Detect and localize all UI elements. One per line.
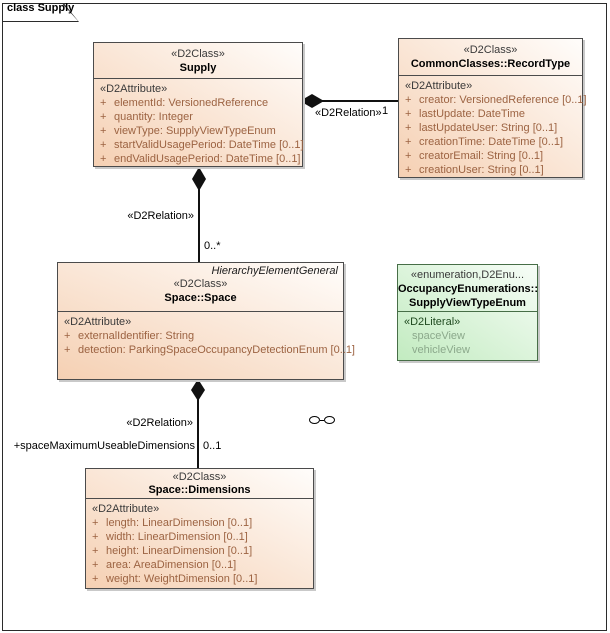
- relation-multiplicity: 0..*: [204, 240, 221, 252]
- relation-space-dimensions[interactable]: [197, 379, 199, 469]
- attribute-row: +weight: WeightDimension [0..1]: [92, 573, 258, 585]
- attributes-compartment: «D2Attribute» +elementId: VersionedRefer…: [94, 78, 304, 201]
- enum-literal: spaceView: [412, 330, 465, 342]
- class-box-recordtype[interactable]: «D2Class» CommonClasses::RecordType «D2A…: [398, 38, 587, 178]
- attributes-compartment: «D2Attribute» +length: LinearDimension […: [86, 498, 313, 617]
- composition-diamond-icon: [192, 167, 206, 191]
- enum-name-namespace: OccupancyEnumerations::: [398, 283, 538, 295]
- class-header: HierarchyElementGeneral «D2Class» Space:…: [58, 263, 343, 311]
- relation-stereotype-label: «D2Relation»: [315, 107, 382, 119]
- attribute-row: +height: LinearDimension [0..1]: [92, 545, 253, 557]
- enum-box-supplyviewtypeenum[interactable]: «enumeration,D2Enu... OccupancyEnumerati…: [397, 264, 538, 361]
- composition-diamond-icon: [191, 379, 205, 401]
- relation-role-label: +spaceMaximumUseableDimensions: [13, 440, 195, 452]
- attribute-row: +creator: VersionedReference [0..1]: [405, 94, 587, 106]
- stereotype-label: «enumeration,D2Enu...: [410, 269, 525, 281]
- attribute-row: +creatorEmail: String [0..1]: [405, 150, 544, 162]
- enum-literal: vehicleView: [412, 344, 470, 356]
- attribute-row: +elementId: VersionedReference: [100, 97, 269, 109]
- enum-header: «enumeration,D2Enu... OccupancyEnumerati…: [398, 265, 538, 311]
- relation-supply-space[interactable]: [198, 167, 200, 263]
- literals-compartment: «D2Literal» spaceView vehicleView: [398, 311, 537, 406]
- attribute-row: +viewType: SupplyViewTypeEnum: [100, 125, 276, 137]
- chain-link-icon: [309, 416, 335, 424]
- class-name: Supply: [179, 62, 217, 74]
- relation-stereotype-label: «D2Relation»: [127, 210, 194, 222]
- relation-supply-recordtype[interactable]: [303, 100, 398, 102]
- attribute-row: +lastUpdateUser: String [0..1]: [405, 122, 558, 134]
- class-box-dimensions[interactable]: «D2Class» Space::Dimensions «D2Attribute…: [85, 468, 314, 589]
- diagram-title: class Supply: [7, 2, 75, 14]
- attribute-row: +width: LinearDimension [0..1]: [92, 531, 248, 543]
- attribute-row: +externalIdentifier: String: [64, 330, 195, 342]
- attribute-row: +detection: ParkingSpaceOccupancyDetecti…: [64, 344, 355, 356]
- class-name: Space::Dimensions: [148, 484, 251, 496]
- generalization-tagline: HierarchyElementGeneral: [211, 265, 338, 277]
- attribute-row: +startValidUsagePeriod: DateTime [0..1]: [100, 139, 304, 151]
- class-header: «D2Class» CommonClasses::RecordType: [399, 39, 582, 75]
- stereotype-label: «D2Class»: [172, 471, 227, 483]
- class-name: CommonClasses::RecordType: [410, 58, 571, 70]
- attribute-row: +area: AreaDimension [0..1]: [92, 559, 237, 571]
- composition-diamond-icon: [300, 94, 324, 108]
- stereotype-label: «D2Class»: [463, 44, 518, 56]
- attribute-row: +lastUpdate: DateTime: [405, 108, 525, 120]
- class-header: «D2Class» Space::Dimensions: [86, 469, 313, 498]
- relation-multiplicity: 0..1: [203, 440, 222, 452]
- attribute-row: +length: LinearDimension [0..1]: [92, 517, 253, 529]
- relation-stereotype-label: «D2Relation»: [126, 417, 193, 429]
- diagram-frame-tab: [2, 3, 79, 22]
- attribute-row: +creationUser: String [0..1]: [405, 164, 544, 176]
- class-box-supply[interactable]: «D2Class» Supply «D2Attribute» +elementI…: [93, 42, 304, 167]
- attributes-compartment: «D2Attribute» +creator: VersionedReferen…: [399, 75, 587, 213]
- enum-name: SupplyViewTypeEnum: [409, 297, 526, 309]
- attribute-row: +endValidUsagePeriod: DateTime [0..1]: [100, 153, 301, 165]
- relation-multiplicity: 1: [382, 105, 389, 117]
- stereotype-label: «D2Class»: [173, 278, 228, 290]
- class-name: Space::Space: [164, 292, 237, 304]
- class-header: «D2Class» Supply: [94, 43, 302, 78]
- attribute-row: +quantity: Integer: [100, 111, 193, 123]
- stereotype-label: «D2Class»: [171, 48, 225, 60]
- attributes-compartment: «D2Attribute» +externalIdentifier: Strin…: [58, 311, 355, 427]
- attribute-row: +creationTime: DateTime [0..1]: [405, 136, 564, 148]
- diagram-frame: [2, 3, 607, 631]
- class-box-space[interactable]: HierarchyElementGeneral «D2Class» Space:…: [57, 262, 355, 424]
